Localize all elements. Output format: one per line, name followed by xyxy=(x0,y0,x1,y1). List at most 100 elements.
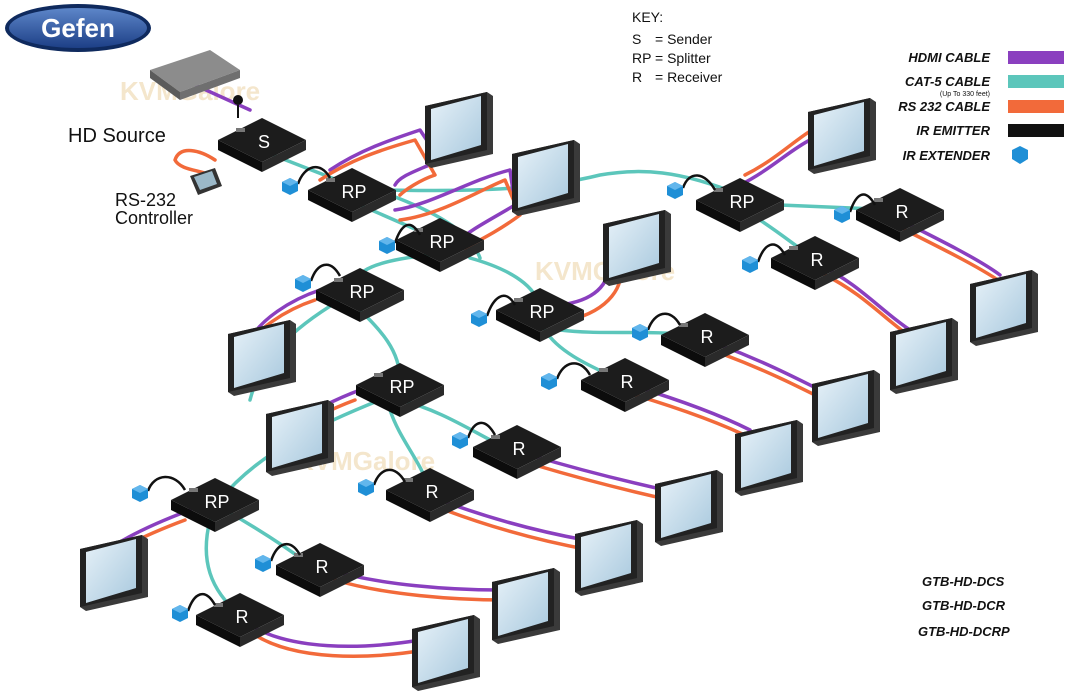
legend-label-hdmi: HDMI CABLE xyxy=(908,50,990,65)
cable xyxy=(173,148,217,177)
device-label: RP xyxy=(341,182,366,202)
device-label: R xyxy=(513,439,526,459)
device-label: RP xyxy=(204,492,229,512)
ir-emitter-cord xyxy=(372,468,407,486)
device-label: R xyxy=(811,250,824,270)
receiver-device: R xyxy=(581,358,669,412)
splitter-device: RP xyxy=(396,218,484,272)
cable xyxy=(333,578,507,602)
legend-swatch-rs232 xyxy=(1008,100,1064,113)
display-monitor xyxy=(808,98,876,174)
legend-swatch-ir-emitter xyxy=(1008,124,1064,137)
device-label: R xyxy=(426,482,439,502)
ir-emitter-cord xyxy=(309,263,342,282)
display-monitor xyxy=(735,420,803,496)
device-label: RP xyxy=(729,192,754,212)
cable xyxy=(903,228,1007,287)
display-monitor xyxy=(425,92,493,168)
ir-emitter-cord xyxy=(485,294,517,317)
device-label: RP xyxy=(529,302,554,322)
cable xyxy=(533,463,672,502)
ir-emitter-cord xyxy=(269,542,302,562)
cable xyxy=(253,633,427,658)
legend-swatch-hdmi xyxy=(1008,51,1064,64)
key-box: KEY: S = Sender RP = Splitter R = Receiv… xyxy=(632,9,723,85)
model-number: GTB-HD-DCR xyxy=(922,598,1006,613)
receiver-device: R xyxy=(196,593,284,647)
ir-emitter-cord xyxy=(681,174,717,191)
cable xyxy=(328,128,442,187)
model-number: GTB-HD-DCRP xyxy=(918,624,1010,639)
monitor-screen xyxy=(818,374,868,438)
splitter-device: RP xyxy=(316,268,404,322)
controller-label-line2: Controller xyxy=(115,208,193,228)
splitter-device: RP xyxy=(496,288,584,342)
rs232-controller xyxy=(190,168,222,195)
key-abbr: RP xyxy=(632,50,651,66)
cable xyxy=(743,128,814,177)
ir-emitter-cord xyxy=(146,475,187,492)
legend-label-ir-emitter: IR EMITTER xyxy=(916,123,990,138)
device-label: S xyxy=(258,132,270,152)
ir-emitter-cord xyxy=(296,165,332,185)
hd-source-label: HD Source xyxy=(68,125,166,147)
legend-label-cat5: CAT-5 CABLE xyxy=(905,74,990,89)
key-title: KEY: xyxy=(632,9,663,25)
monitor-screen xyxy=(741,424,791,488)
ir-emitter-cord xyxy=(756,243,787,263)
splitter-device: RP xyxy=(308,168,396,222)
receiver-device: R xyxy=(661,313,749,367)
model-number: GTB-HD-DCS xyxy=(922,574,1005,589)
splitter-device: RP xyxy=(171,478,259,532)
ir-extender-icon xyxy=(1012,146,1028,164)
ir-emitter-icon xyxy=(233,95,243,105)
display-monitor xyxy=(228,320,296,396)
display-monitor xyxy=(890,318,958,394)
monitor-screen xyxy=(661,474,711,538)
monitor-screen xyxy=(418,619,468,683)
key-meaning: = Sender xyxy=(655,31,713,47)
monitor-screen xyxy=(814,102,864,166)
device-label: R xyxy=(236,607,249,627)
monitor-screen xyxy=(609,214,659,278)
display-monitor xyxy=(512,140,580,216)
sender-device: S xyxy=(218,118,306,172)
cable xyxy=(393,168,517,242)
cable xyxy=(443,508,592,552)
display-monitor xyxy=(266,400,334,476)
monitor-screen xyxy=(896,322,946,386)
monitors-layer xyxy=(80,92,1038,691)
key-meaning: = Receiver xyxy=(655,69,723,85)
legend-swatch-cat5 xyxy=(1008,75,1064,88)
ir-emitter-cord xyxy=(393,223,422,244)
cable xyxy=(318,138,437,197)
display-monitor xyxy=(80,535,148,611)
legend-label-ir-extender: IR EXTENDER xyxy=(903,148,991,163)
cable-legend: HDMI CABLE CAT-5 CABLE (Up To 330 feet) … xyxy=(898,50,1064,164)
display-monitor xyxy=(812,370,880,446)
monitor-screen xyxy=(431,96,481,160)
legend-label-rs232: RS 232 CABLE xyxy=(898,99,990,114)
display-monitor xyxy=(655,470,723,546)
ir-emitter-cord xyxy=(466,421,497,439)
device-label: R xyxy=(896,202,909,222)
monitor-screen xyxy=(498,572,548,636)
controller-label-line1: RS-232 xyxy=(115,190,176,210)
device-label: RP xyxy=(349,282,374,302)
receiver-device: R xyxy=(856,188,944,242)
cable xyxy=(378,169,742,197)
splitter-device: RP xyxy=(356,363,444,417)
monitor-screen xyxy=(234,324,284,388)
receiver-device: R xyxy=(771,236,859,290)
ir-emitter-cord xyxy=(186,592,217,612)
cable xyxy=(723,353,827,402)
device-label: R xyxy=(316,557,329,577)
gefen-logo: Gefen xyxy=(5,4,151,52)
monitor-screen xyxy=(976,274,1026,338)
monitor-screen xyxy=(518,144,568,208)
receiver-device: R xyxy=(386,468,474,522)
display-monitor xyxy=(492,568,560,644)
